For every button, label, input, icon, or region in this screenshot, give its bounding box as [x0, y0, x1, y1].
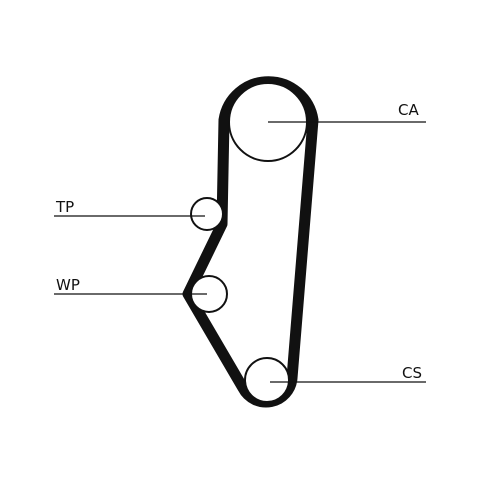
water-pump-label: WP	[56, 276, 80, 294]
tensioner-pulley	[190, 197, 224, 231]
camshaft-label: CA	[398, 101, 419, 119]
tensioner-label: TP	[55, 198, 74, 216]
crankshaft-label: CS	[402, 364, 422, 382]
crankshaft-pulley	[244, 357, 290, 403]
